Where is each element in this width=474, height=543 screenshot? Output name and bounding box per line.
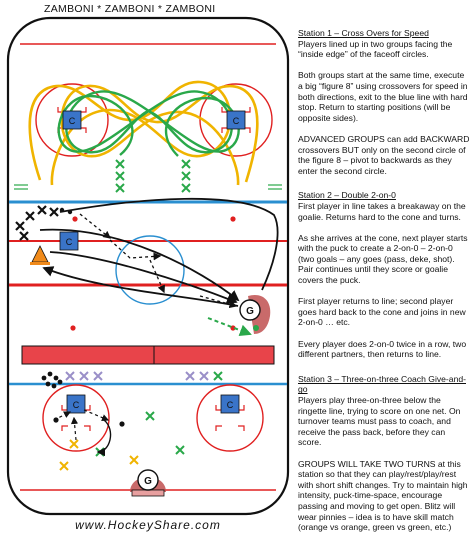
player-group-green-right bbox=[181, 159, 191, 193]
goalie-station3 bbox=[137, 469, 159, 491]
pucks bbox=[41, 371, 63, 389]
station2-p4: Every player does 2-on-0 twice in a row,… bbox=[298, 338, 467, 360]
station2-notes: Station 2 – Double 2-on-0 First player i… bbox=[298, 190, 470, 222]
figure8-yellow bbox=[28, 80, 232, 186]
goalie-label: G bbox=[144, 476, 152, 487]
coach-box-station2 bbox=[59, 231, 79, 251]
station3-p2: GROUPS WILL TAKE TWO TURNS at this stati… bbox=[298, 458, 468, 533]
goalie-label: G bbox=[246, 306, 254, 317]
rink-diagram: C C C bbox=[6, 16, 290, 516]
player-group-green-left bbox=[115, 159, 125, 193]
coach-box-station3-right bbox=[220, 394, 240, 414]
coach-label: C bbox=[69, 116, 76, 126]
coach-label: C bbox=[73, 400, 80, 410]
station3-p1: Players play three-on-three below the ri… bbox=[298, 395, 461, 448]
station-notes: Station 1 – Cross Overs for Speed Player… bbox=[298, 28, 470, 543]
station1-p3: ADVANCED GROUPS can add BACKWARD crossov… bbox=[298, 133, 470, 176]
station2-p3: First player returns to line; second pla… bbox=[298, 296, 466, 328]
coach-label: C bbox=[66, 237, 73, 247]
station2-heading: Station 2 – Double 2-on-0 bbox=[298, 190, 396, 201]
page-title: ZAMBONI * ZAMBONI * ZAMBONI bbox=[44, 3, 216, 15]
coach-label: C bbox=[227, 400, 234, 410]
faceoff-circle-right bbox=[199, 83, 273, 157]
coach-label: C bbox=[233, 116, 240, 126]
player-group-purple bbox=[65, 371, 209, 381]
station1-notes: Station 1 – Cross Overs for Speed Player… bbox=[298, 28, 470, 60]
station3-notes: Station 3 – Three-on-three Coach Give-an… bbox=[298, 374, 470, 448]
goalie-station2 bbox=[239, 299, 261, 321]
coach-box-left bbox=[62, 110, 82, 130]
player-group-yellow-bottom bbox=[59, 439, 139, 471]
divider-barrier bbox=[21, 345, 275, 365]
coach-box-station3-left bbox=[66, 394, 86, 414]
station2-p2: As she arrives at the cone, next player … bbox=[298, 232, 468, 286]
coach-box-right bbox=[226, 110, 246, 130]
player-group-black bbox=[15, 205, 59, 241]
station1-heading: Station 1 – Cross Overs for Speed bbox=[298, 28, 429, 38]
station1-p2: Both groups start at the same time, exec… bbox=[298, 70, 468, 123]
center-circle bbox=[115, 235, 185, 305]
figure8-green bbox=[57, 90, 233, 156]
station3-heading: Station 3 – Three-on-three Coach Give-an… bbox=[298, 373, 466, 395]
rink-boards bbox=[6, 16, 290, 516]
footer-url: www.HockeyShare.com bbox=[75, 518, 221, 532]
station1-p1: Players lined up in two groups facing th… bbox=[298, 38, 453, 60]
faceoff-circle-left bbox=[35, 83, 109, 157]
station2-p1: First player in line takes a breakaway o… bbox=[298, 200, 466, 222]
